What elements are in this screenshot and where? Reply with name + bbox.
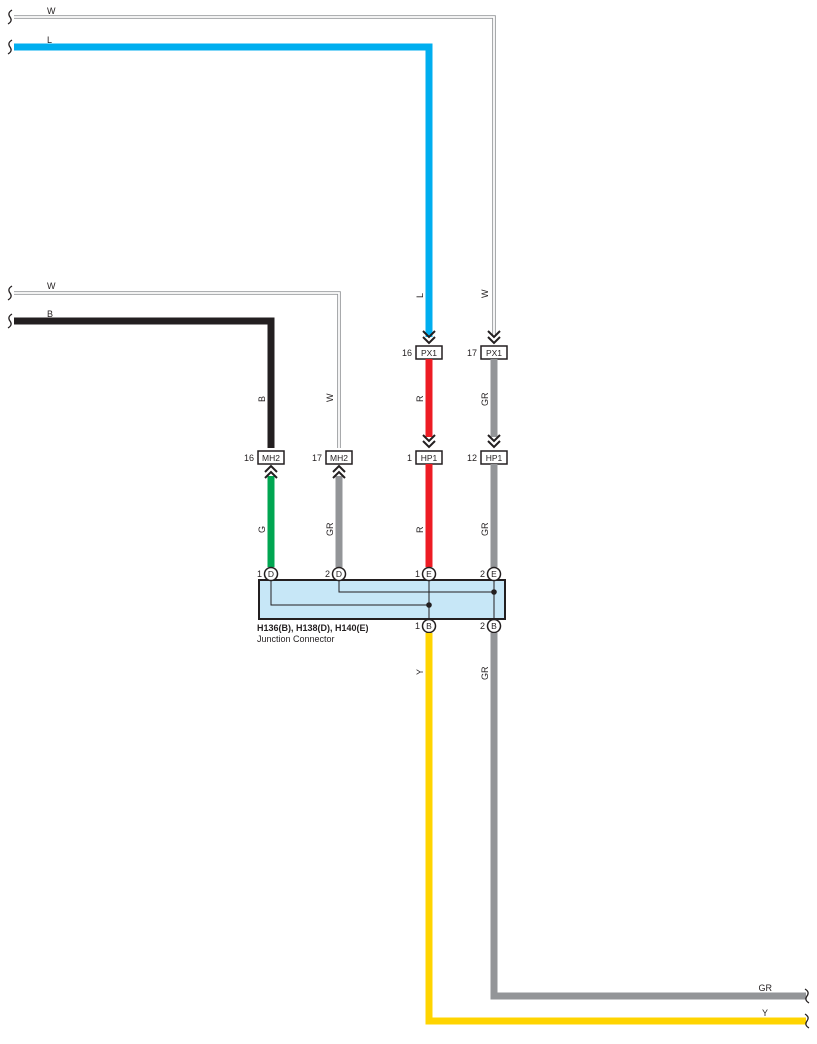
svg-text:D: D [268,569,274,579]
break-mark-top-w [7,9,13,25]
wire-bottom-gr [490,633,806,1000]
junction-subtitle: Junction Connector [257,634,335,644]
connector-mh2-16: MH2 16 [244,450,285,465]
label-v-g: G [257,526,267,533]
label-top-w: W [47,6,56,16]
junction-title: H136(B), H138(D), H140(E) [257,623,369,633]
wire-top-w [14,15,496,337]
junction-pin-d1: D 1 [257,566,279,582]
label-bot-y: Y [762,1008,768,1018]
svg-text:16: 16 [244,453,254,463]
junction-connector [258,579,506,620]
svg-text:16: 16 [402,348,412,358]
break-mark-bot-gr [804,988,810,1004]
svg-text:D: D [336,569,342,579]
connector-hp1-12: HP1 12 [467,450,508,465]
junction-pin-d2: D 2 [325,566,347,582]
svg-text:E: E [491,569,497,579]
label-v-gr-bottom: GR [480,666,490,680]
label-mid-w: W [47,281,56,291]
label-v-r-upper: R [415,395,425,402]
svg-text:1: 1 [415,569,420,579]
svg-text:12: 12 [467,453,477,463]
svg-text:17: 17 [312,453,322,463]
arrow-into-px1-16 [422,330,436,345]
label-v-w: W [480,289,490,298]
svg-text:17: 17 [467,348,477,358]
connector-px1-16: PX1 16 [402,345,443,360]
junction-pin-b2: B 2 [480,618,502,634]
svg-text:HP1: HP1 [486,453,503,463]
svg-text:B: B [491,621,497,631]
label-v-gr-mh: GR [325,522,335,536]
svg-text:B: B [426,621,432,631]
junction-pin-e1: E 1 [415,566,437,582]
label-v-r-lower: R [415,526,425,533]
label-v-b: B [257,396,267,402]
svg-text:1: 1 [415,621,420,631]
wire-mid-w [14,291,341,448]
wire-bottom-y [425,633,806,1025]
svg-text:2: 2 [325,569,330,579]
wire-mid-b [14,317,275,448]
arrow-into-hp1-12 [487,434,501,449]
svg-text:E: E [426,569,432,579]
label-v-l: L [415,293,425,298]
wire-top-l [14,43,433,337]
svg-text:2: 2 [480,569,485,579]
break-mark-mid-w [7,285,13,301]
label-mid-b: B [47,309,53,319]
svg-text:2: 2 [480,621,485,631]
junction-pin-b1: B 1 [415,618,437,634]
svg-text:1: 1 [407,453,412,463]
label-v-y: Y [415,669,425,675]
label-v-gr-upper: GR [480,392,490,406]
label-bot-gr: GR [759,983,773,993]
label-top-l: L [47,35,52,45]
arrow-out-mh2-17 [332,464,346,479]
connector-hp1-1: HP1 1 [407,450,443,465]
svg-text:HP1: HP1 [421,453,438,463]
svg-text:1: 1 [257,569,262,579]
break-mark-top-l [7,39,13,55]
svg-text:MH2: MH2 [262,453,280,463]
svg-text:PX1: PX1 [486,348,502,358]
label-v-gr-lower: GR [480,522,490,536]
connector-px1-17: PX1 17 [467,345,508,360]
arrow-out-mh2-16 [264,464,278,479]
label-v-w2: W [325,393,335,402]
arrow-into-hp1-1 [422,434,436,449]
junction-pin-e2: E 2 [480,566,502,582]
arrow-into-px1-17 [487,330,501,345]
svg-text:MH2: MH2 [330,453,348,463]
svg-text:PX1: PX1 [421,348,437,358]
connector-mh2-17: MH2 17 [312,450,353,465]
break-mark-bot-y [804,1013,810,1029]
break-mark-mid-b [7,313,13,329]
